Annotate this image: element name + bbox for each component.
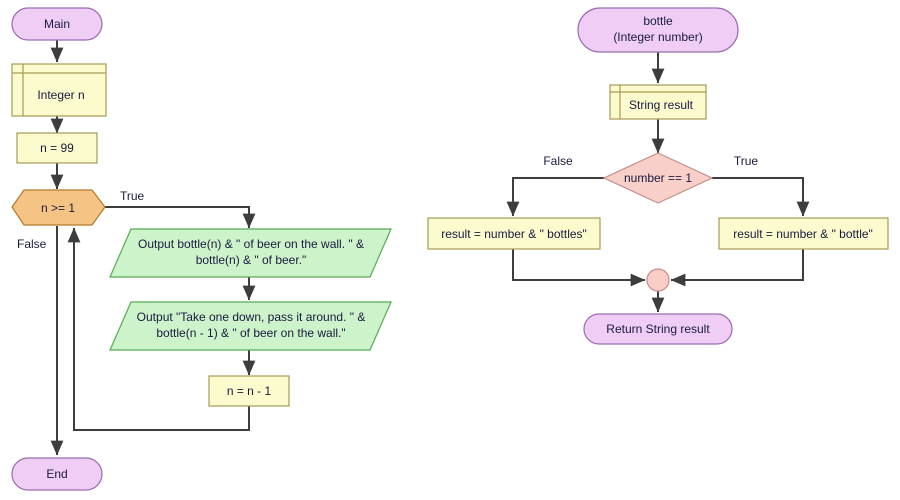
edge-condition-true: [105, 206, 256, 229]
output-bottles-on-wall-line1: Output bottle(n) & " of beer on the wall…: [138, 237, 364, 251]
node-result-bottle[interactable]: result = number & " bottle": [718, 217, 889, 250]
declare-string-result-shape: [609, 84, 707, 120]
node-bottle-start[interactable]: bottle (Integer number): [577, 7, 739, 53]
declare-integer-n-label: Integer n: [37, 88, 84, 102]
label-bottle-false: False: [543, 154, 573, 168]
decrement-n-shape: [208, 375, 290, 407]
return-string-result-shape: [583, 313, 733, 345]
node-return-string-result[interactable]: Return String result: [583, 313, 733, 345]
edge-bottle-condition-false: [506, 177, 604, 217]
node-output-take-one-down[interactable]: Output "Take one down, pass it around. "…: [109, 301, 392, 351]
node-assign-n-99[interactable]: n = 99: [16, 132, 98, 164]
assign-n-99-shape: [16, 132, 98, 164]
merge-connector-icon: [646, 268, 670, 292]
node-condition-n-ge-1[interactable]: n >= 1: [11, 189, 106, 226]
edge-true-branch-to-merge: [670, 249, 804, 287]
assign-n-99-label: n = 99: [40, 141, 74, 155]
condition-n-ge-1-label: n >= 1: [41, 201, 75, 215]
main-end-shape: [11, 457, 103, 491]
bottle-start-line1: bottle: [643, 14, 673, 28]
result-bottle-shape: [718, 217, 889, 250]
bottle-flow-edges: [506, 52, 810, 313]
edge-loop-back-to-condition: [67, 227, 250, 431]
bottle-start-line2: (Integer number): [613, 30, 702, 44]
output-take-one-down-line1: Output "Take one down, pass it around. "…: [137, 310, 366, 324]
node-declare-string-result[interactable]: String result: [609, 84, 707, 120]
label-bottle-true: True: [734, 154, 759, 168]
return-string-result-label: Return String result: [606, 322, 710, 336]
main-start-shape: [11, 7, 103, 41]
decrement-n-label: n = n - 1: [227, 384, 272, 398]
main-start-label: Main: [44, 17, 70, 31]
node-merge-connector[interactable]: [646, 268, 670, 292]
node-main-start[interactable]: Main: [11, 7, 103, 41]
result-bottle-label: result = number & " bottle": [733, 227, 873, 241]
result-bottles-shape: [427, 217, 601, 250]
node-main-end[interactable]: End: [11, 457, 103, 491]
result-bottles-label: result = number & " bottles": [441, 227, 587, 241]
node-result-bottles[interactable]: result = number & " bottles": [427, 217, 601, 250]
node-declare-integer-n[interactable]: Integer n: [11, 63, 107, 117]
node-decrement-n[interactable]: n = n - 1: [208, 375, 290, 407]
condition-number-eq-1-shape: [602, 152, 714, 204]
output-bottles-on-wall-line2: bottle(n) & " of beer.": [196, 253, 307, 267]
main-flow-edges: [50, 39, 256, 456]
node-output-bottles-on-wall[interactable]: Output bottle(n) & " of beer on the wall…: [109, 228, 392, 278]
output-bottles-on-wall-shape: [109, 228, 392, 278]
declare-string-result-label: String result: [629, 98, 694, 112]
output-take-one-down-line2: bottle(n - 1) & " of beer on the wall.": [156, 326, 345, 340]
condition-number-eq-1-label: number == 1: [624, 171, 692, 185]
label-main-true: True: [120, 189, 145, 203]
edge-bottle-condition-true: [712, 177, 810, 217]
edge-false-branch-to-merge: [512, 249, 646, 287]
main-end-label: End: [46, 467, 67, 481]
output-take-one-down-shape: [109, 301, 392, 351]
condition-n-ge-1-shape: [11, 189, 106, 226]
node-condition-number-eq-1[interactable]: number == 1: [602, 152, 714, 204]
label-main-false: False: [17, 237, 47, 251]
bottle-start-shape: [577, 7, 739, 53]
